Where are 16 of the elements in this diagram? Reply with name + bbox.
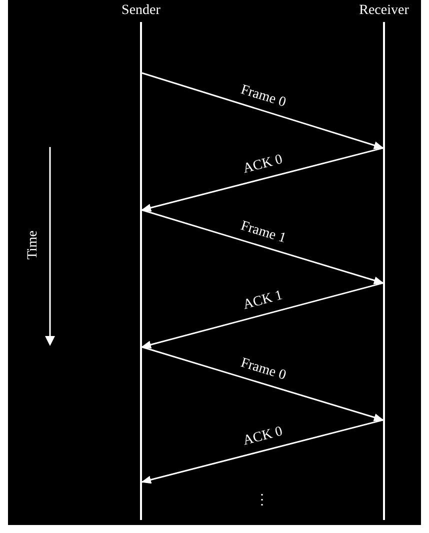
message-arrow xyxy=(142,209,384,284)
message-arrow xyxy=(141,147,384,212)
edge-label: Frame 0 xyxy=(238,82,288,111)
continuation-dots: ⋮ xyxy=(255,492,269,509)
lifeline-label: Sender xyxy=(120,2,162,20)
edge-label: Frame 1 xyxy=(238,218,288,247)
edge-label: ACK 0 xyxy=(241,424,284,450)
edge-label: ACK 1 xyxy=(241,288,284,314)
edge-label: Frame 0 xyxy=(238,355,288,384)
message-arrow xyxy=(142,72,384,150)
message-arrow xyxy=(141,282,384,349)
lifeline-label: Receiver xyxy=(358,2,410,20)
message-arrow xyxy=(142,346,384,422)
message-arrow xyxy=(141,419,384,484)
axis-label: Time xyxy=(25,230,42,260)
edge-label: ACK 0 xyxy=(241,152,284,178)
